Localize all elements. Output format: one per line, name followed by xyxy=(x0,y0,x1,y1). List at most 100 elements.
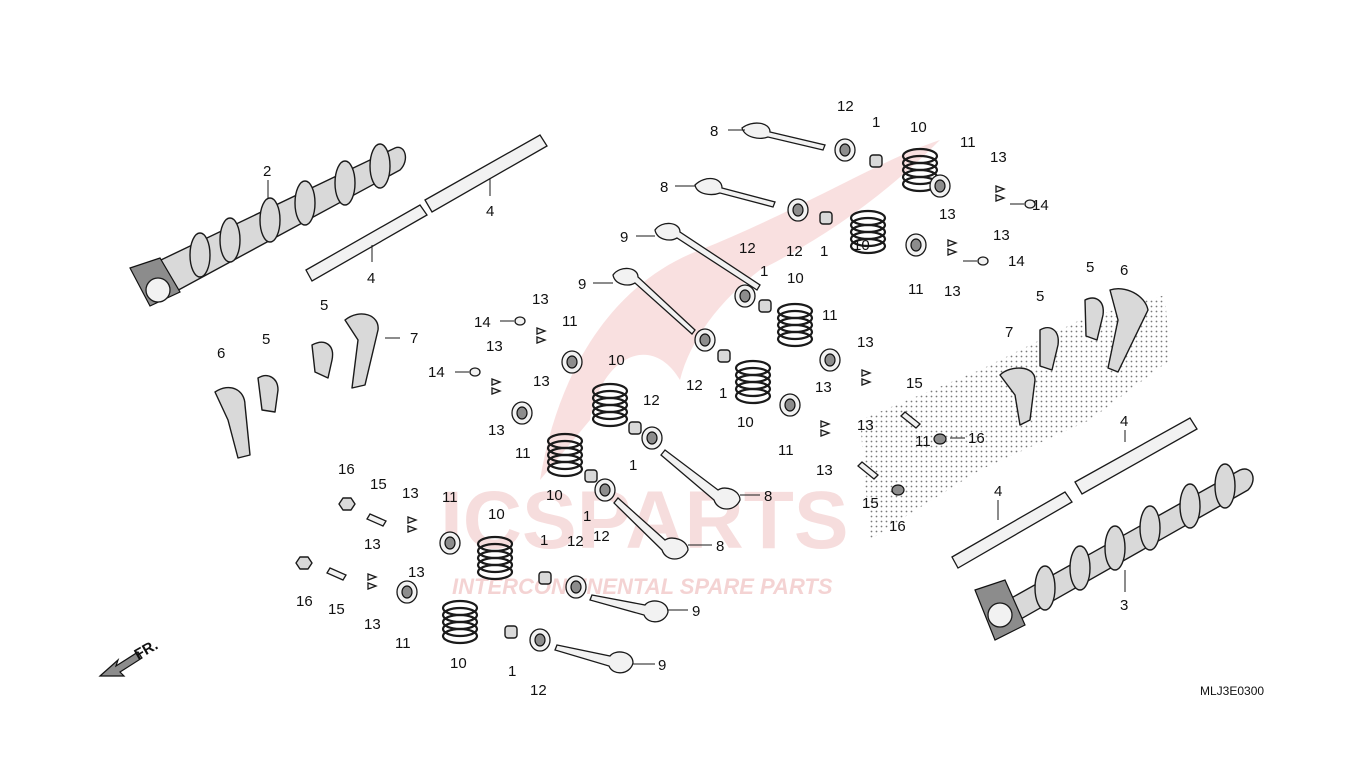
callout-13: 13 xyxy=(857,334,874,351)
callout-5: 5 xyxy=(320,297,328,314)
callout-11: 11 xyxy=(778,442,794,459)
callout-10: 10 xyxy=(488,506,505,523)
callout-13: 13 xyxy=(993,227,1010,244)
left-camshaft xyxy=(129,143,407,307)
callout-10: 10 xyxy=(450,655,467,672)
callout-16: 16 xyxy=(968,430,985,447)
valve-springs xyxy=(441,147,939,645)
callout-1: 1 xyxy=(629,457,637,474)
callout-14: 14 xyxy=(1008,253,1025,270)
callout-1: 1 xyxy=(760,263,768,280)
dotted-shading xyxy=(860,295,1170,540)
valves-lower xyxy=(554,449,741,674)
callout-8: 8 xyxy=(716,538,724,555)
callout-7: 7 xyxy=(410,330,418,347)
diagram-code: MLJ3E0300 xyxy=(1200,684,1264,698)
callout-1: 1 xyxy=(872,114,880,131)
callout-6: 6 xyxy=(1120,262,1128,279)
callout-9: 9 xyxy=(692,603,700,620)
callout-1: 1 xyxy=(583,508,591,525)
callout-11: 11 xyxy=(822,307,838,324)
callout-8: 8 xyxy=(660,179,668,196)
callout-1: 1 xyxy=(820,243,828,260)
valves-upper xyxy=(612,122,826,335)
callout-9: 9 xyxy=(658,657,666,674)
callout-13: 13 xyxy=(857,417,874,434)
callout-5: 5 xyxy=(262,331,270,348)
watermark: ICSPARTS INTERCONTINENTAL SPARE PARTS xyxy=(440,140,940,599)
callout-11: 11 xyxy=(915,433,931,450)
callout-11: 11 xyxy=(442,489,458,506)
callout-15: 15 xyxy=(862,495,879,512)
callout-14: 14 xyxy=(1032,197,1049,214)
cam-lobes-right xyxy=(1034,463,1236,611)
callout-13: 13 xyxy=(486,338,503,355)
callout-10: 10 xyxy=(737,414,754,431)
callout-3: 3 xyxy=(1120,597,1128,614)
left-rocker-arms xyxy=(214,313,379,459)
callout-4: 4 xyxy=(367,270,375,287)
callout-13: 13 xyxy=(939,206,956,223)
callout-13: 13 xyxy=(408,564,425,581)
callout-6: 6 xyxy=(217,345,225,362)
callout-12: 12 xyxy=(837,98,854,115)
leader-lines xyxy=(267,129,1126,665)
callout-13: 13 xyxy=(944,283,961,300)
callout-16: 16 xyxy=(296,593,313,610)
callout-10: 10 xyxy=(910,119,927,136)
callout-12: 12 xyxy=(786,243,803,260)
callout-11: 11 xyxy=(908,281,924,298)
callout-15: 15 xyxy=(906,375,923,392)
watermark-tagline: INTERCONTINENTAL SPARE PARTS xyxy=(452,574,833,599)
callout-9: 9 xyxy=(578,276,586,293)
callout-10: 10 xyxy=(853,237,870,254)
callout-10: 10 xyxy=(787,270,804,287)
callout-15: 15 xyxy=(370,476,387,493)
callout-4: 4 xyxy=(1120,413,1128,430)
callout-11: 11 xyxy=(562,313,578,330)
callout-15: 15 xyxy=(328,601,345,618)
callout-12: 12 xyxy=(739,240,756,257)
callout-12: 12 xyxy=(567,533,584,550)
callout-12: 12 xyxy=(686,377,703,394)
callout-1: 1 xyxy=(719,385,727,402)
callout-13: 13 xyxy=(815,379,832,396)
callout-9: 9 xyxy=(620,229,628,246)
callout-13: 13 xyxy=(364,616,381,633)
callout-1: 1 xyxy=(508,663,516,680)
callout-5: 5 xyxy=(1036,288,1044,305)
right-rocker-arms xyxy=(999,288,1149,426)
callout-12: 12 xyxy=(530,682,547,699)
callout-10: 10 xyxy=(608,352,625,369)
callout-5: 5 xyxy=(1086,259,1094,276)
watermark-brand: ICSPARTS xyxy=(440,475,849,566)
callout-4: 4 xyxy=(486,203,494,220)
callout-12: 12 xyxy=(643,392,660,409)
callout-13: 13 xyxy=(816,462,833,479)
right-camshaft xyxy=(974,463,1254,641)
watermark-wing-logo xyxy=(540,140,940,480)
callout-11: 11 xyxy=(515,445,531,462)
callout-13: 13 xyxy=(364,536,381,553)
callout-13: 13 xyxy=(990,149,1007,166)
left-rocker-shafts xyxy=(305,134,548,282)
cam-lobes-left xyxy=(189,143,391,278)
callout-10: 10 xyxy=(546,487,563,504)
callout-2: 2 xyxy=(263,163,271,180)
callout-12: 12 xyxy=(593,528,610,545)
callout-8: 8 xyxy=(764,488,772,505)
callout-13: 13 xyxy=(488,422,505,439)
callout-16: 16 xyxy=(889,518,906,535)
callout-7: 7 xyxy=(1005,324,1013,341)
callouts: 2 4 4 5 7 6 5 8 12 1 10 11 13 13 14 8 12… xyxy=(217,98,1128,699)
callout-1: 1 xyxy=(540,532,548,549)
callout-13: 13 xyxy=(402,485,419,502)
callout-8: 8 xyxy=(710,123,718,140)
right-rocker-shafts xyxy=(951,417,1198,569)
front-direction-arrow: FR. xyxy=(98,637,161,677)
callout-11: 11 xyxy=(395,635,411,652)
callout-13: 13 xyxy=(533,373,550,390)
callout-14: 14 xyxy=(428,364,445,381)
callout-11: 11 xyxy=(960,134,976,151)
